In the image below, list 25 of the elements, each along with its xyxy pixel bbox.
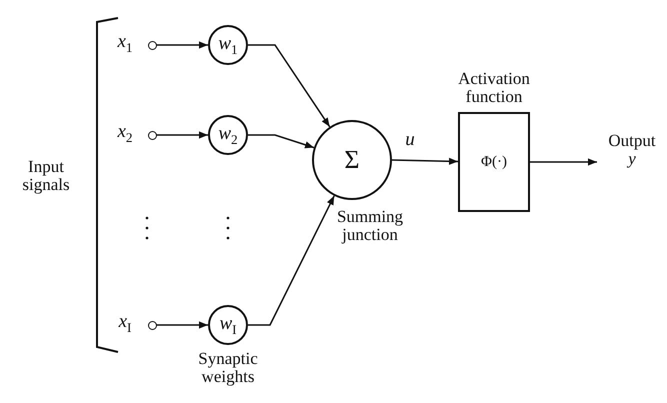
arrow — [156, 131, 208, 139]
input-terminal — [148, 320, 156, 330]
node-caption: Summing junction — [336, 208, 404, 244]
weight-circle: w$_{1}$ — [208, 25, 248, 65]
arrow — [392, 158, 458, 165]
node-caption: Activation function — [457, 70, 531, 106]
activation-box: Φ(·) — [458, 112, 530, 212]
input-label: x$_{1}$ — [116, 33, 134, 57]
arrow — [156, 321, 208, 329]
edge-label: u — [404, 131, 416, 149]
arrow — [248, 44, 330, 128]
arrow — [248, 195, 335, 326]
summing-circle: Σ — [312, 120, 392, 200]
input-label: x$_{2}$ — [116, 123, 134, 147]
output-label: Output y — [603, 131, 661, 169]
group-label: Synaptic weights — [197, 350, 259, 386]
weight-circle: w$_{2}$ — [208, 115, 248, 155]
arrow — [156, 41, 208, 49]
input-terminal — [148, 40, 156, 50]
arrow — [530, 158, 597, 166]
weight-circle: w$_{I}$ — [208, 305, 248, 345]
group-label: Input signals — [21, 158, 71, 194]
arrow — [248, 134, 314, 148]
input-label: x$_{I}$ — [118, 313, 132, 337]
input-terminal — [148, 130, 156, 140]
